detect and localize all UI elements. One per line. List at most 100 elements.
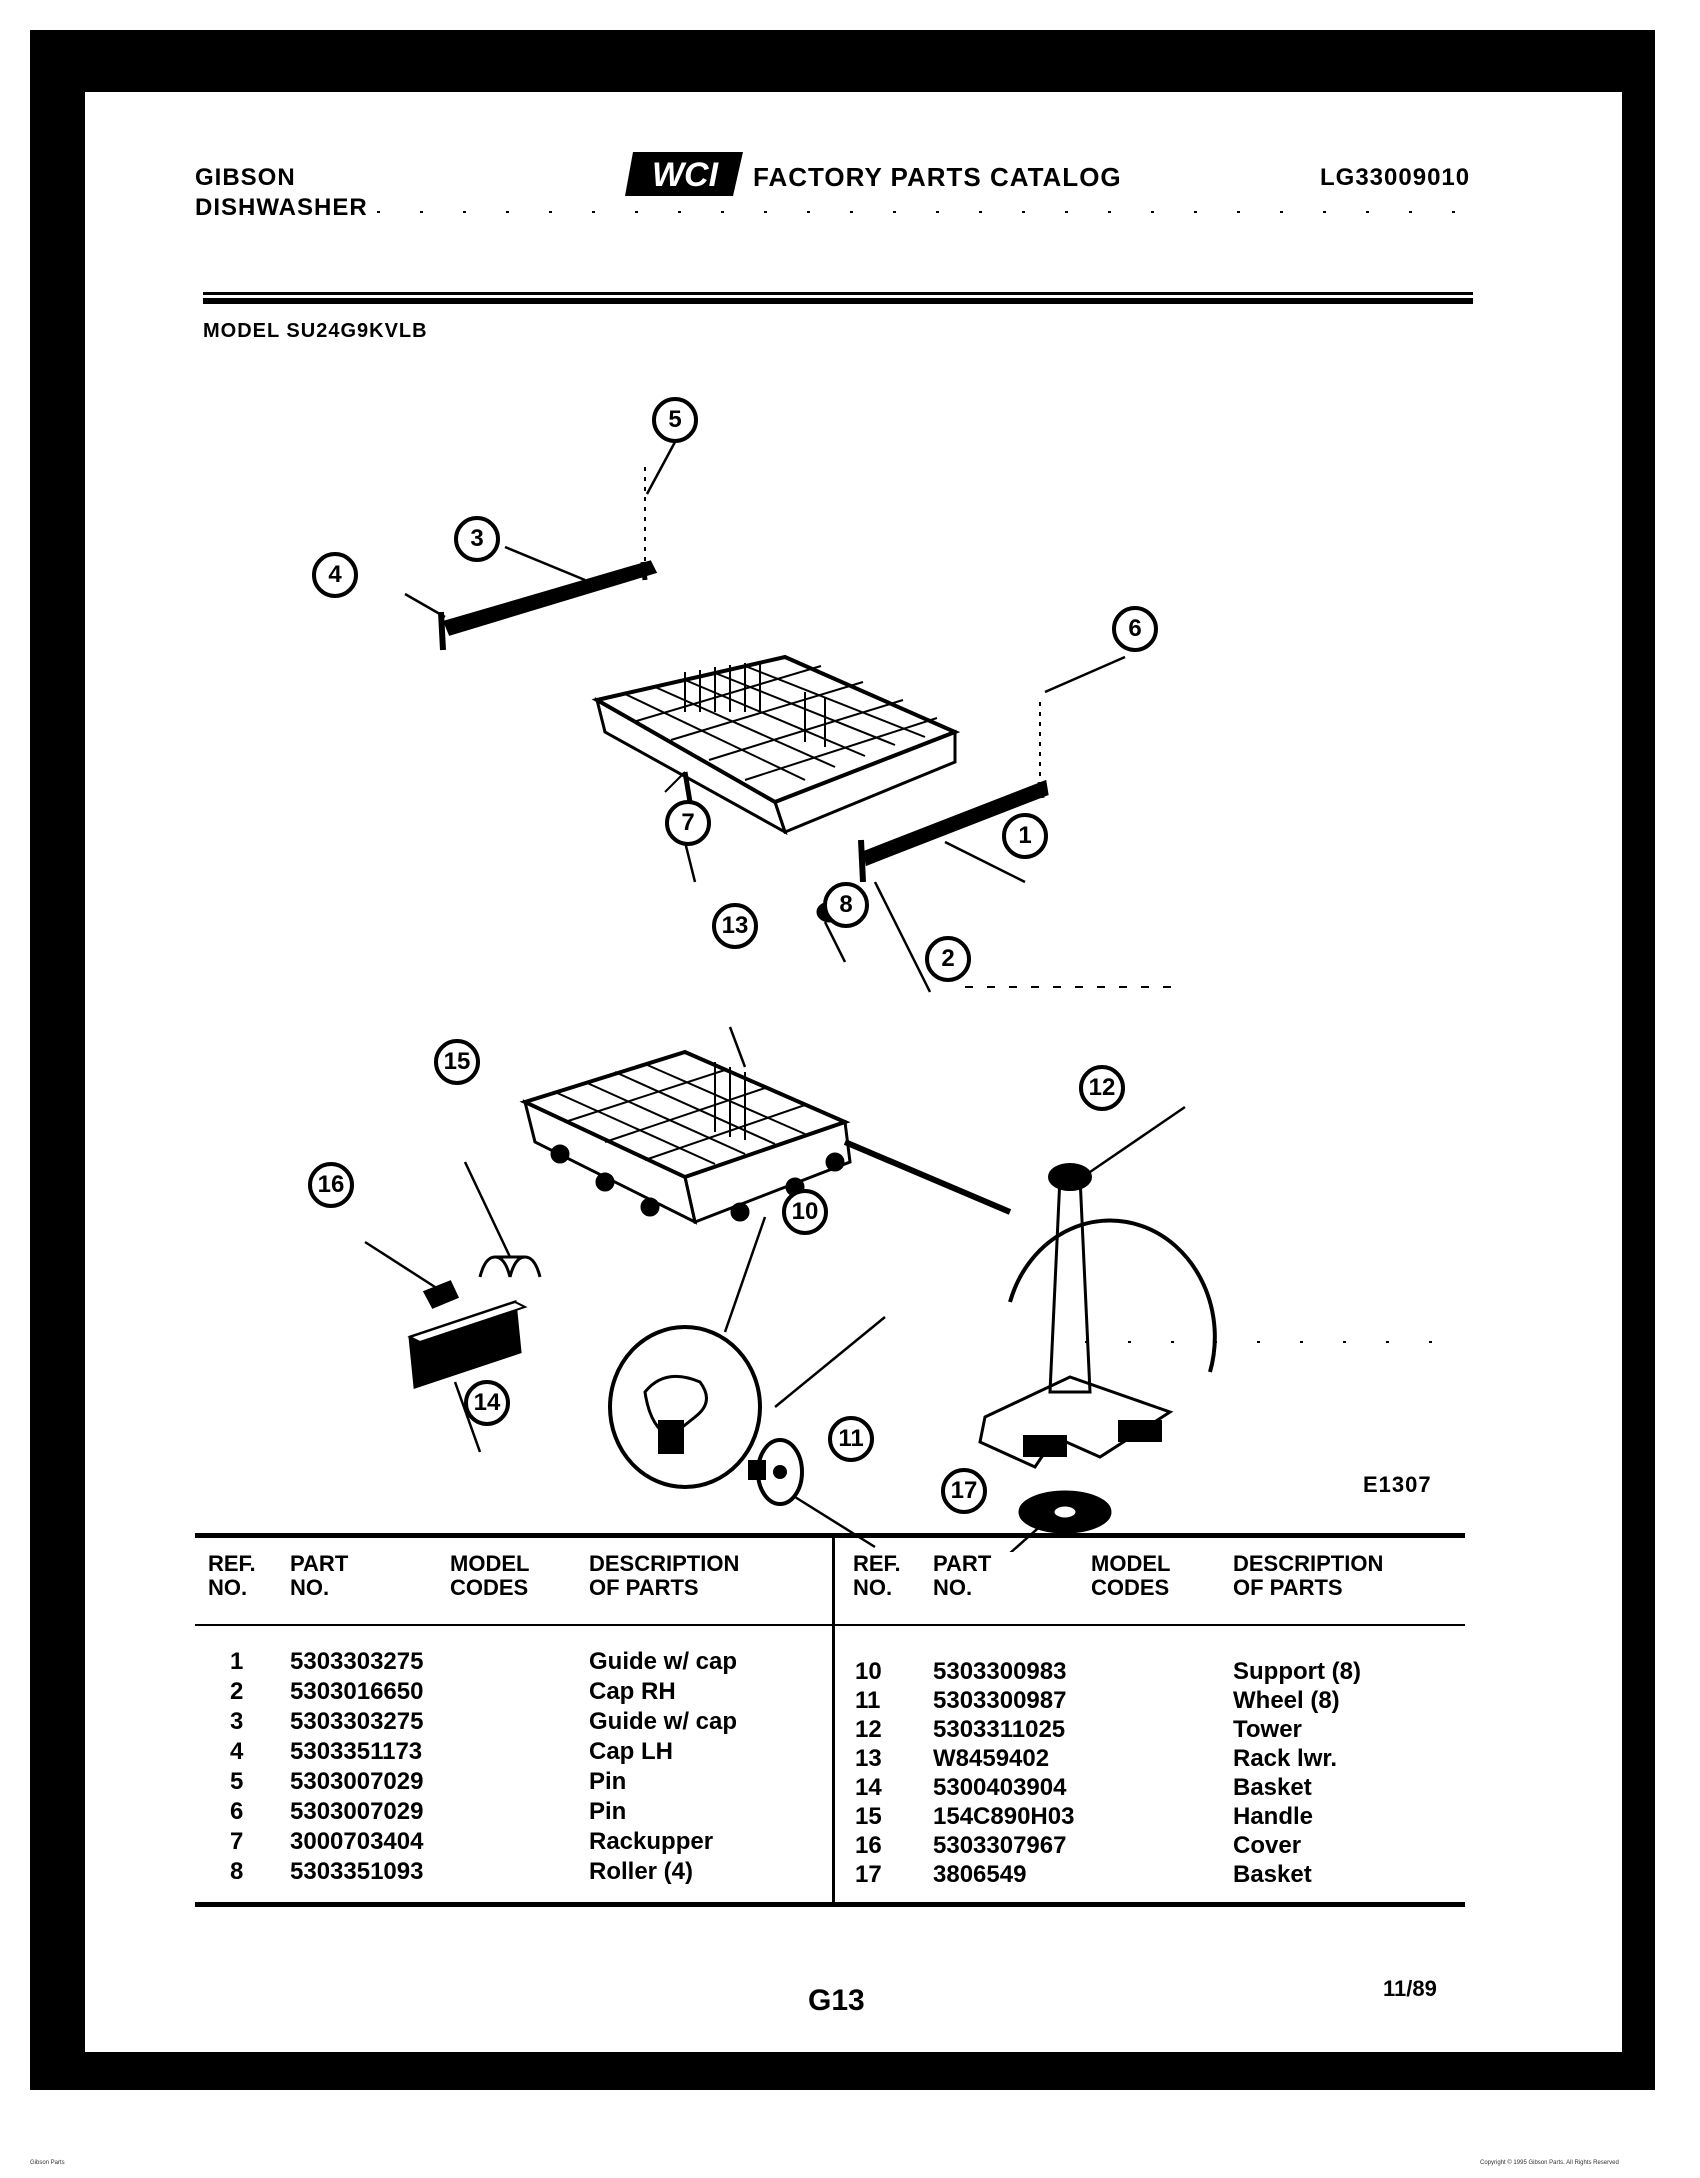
ref-no: 8 xyxy=(230,1858,244,1885)
silverware-basket xyxy=(407,1299,528,1390)
col-header-desc-left: DESCRIPTION OF PARTS xyxy=(589,1551,740,1600)
part-no: 3806549 xyxy=(933,1861,1027,1888)
ref-no: 12 xyxy=(855,1716,882,1743)
part-no: 5303351093 xyxy=(290,1858,424,1885)
callout-14: 14 xyxy=(464,1380,510,1426)
ref-no: 17 xyxy=(855,1861,882,1888)
part-desc: Cover xyxy=(1233,1832,1302,1859)
handle-part xyxy=(478,1255,542,1278)
ref-no: 11 xyxy=(855,1687,881,1714)
part-desc: Cap RH xyxy=(589,1678,676,1705)
part-no: 5303007029 xyxy=(290,1768,424,1795)
fineprint-left: Gibson Parts xyxy=(30,2160,65,2166)
brand-name: GIBSON xyxy=(195,164,296,191)
page-number: G13 xyxy=(808,1984,865,2017)
wheel-part xyxy=(748,1438,804,1506)
callout-6: 6 xyxy=(1112,606,1158,652)
scan-border-bottom xyxy=(30,2052,1655,2090)
callout-7: 7 xyxy=(665,800,711,846)
scan-border-top xyxy=(30,30,1655,92)
part-desc: Guide w/ cap xyxy=(589,1648,738,1675)
part-no: 5303307967 xyxy=(933,1832,1067,1859)
part-desc: Support (8) xyxy=(1233,1658,1361,1685)
exploded-parts-diagram xyxy=(205,211,1485,1552)
part-no: 5303311025 xyxy=(933,1716,1066,1743)
ref-no: 6 xyxy=(230,1798,244,1825)
table-top-rule xyxy=(195,1533,1465,1538)
col-header-model-left: MODEL CODES xyxy=(450,1551,530,1600)
part-no: 5303351173 xyxy=(290,1738,423,1765)
table-divider xyxy=(832,1538,835,1902)
ref-no: 10 xyxy=(855,1658,882,1685)
scan-border-right xyxy=(1622,30,1655,2090)
col-header-model-right: MODEL CODES xyxy=(1091,1551,1171,1600)
catalog-page: GIBSON DISHWASHER WCI FACTORY PARTS CATA… xyxy=(85,92,1622,2052)
part-no: 5303300983 xyxy=(933,1658,1067,1685)
part-no: 3000703404 xyxy=(290,1828,424,1855)
part-no: 154C890H03 xyxy=(933,1803,1075,1830)
wci-logo: WCI xyxy=(625,152,745,196)
ref-no: 16 xyxy=(855,1832,882,1859)
part-no: 5300403904 xyxy=(933,1774,1067,1801)
part-desc: Pin xyxy=(589,1798,627,1825)
catalog-title: FACTORY PARTS CATALOG xyxy=(753,162,1122,192)
tower-detail-circle xyxy=(978,1163,1217,1469)
svg-text:WCI: WCI xyxy=(652,156,720,194)
part-no: 5303007029 xyxy=(290,1798,424,1825)
callout-5: 5 xyxy=(652,397,698,443)
catalog-code: LG33009010 xyxy=(1320,164,1471,191)
ref-no: 5 xyxy=(230,1768,244,1795)
header-rule-thick xyxy=(203,298,1473,304)
col-header-desc-right: DESCRIPTION OF PARTS xyxy=(1233,1551,1384,1600)
part-no: 5303303275 xyxy=(290,1648,424,1675)
revision-date: 11/89 xyxy=(1383,1976,1437,2001)
callout-8: 8 xyxy=(823,882,869,928)
callout-2: 2 xyxy=(925,936,971,982)
callout-10: 10 xyxy=(782,1189,828,1235)
cover-part xyxy=(422,1280,460,1309)
ref-no: 3 xyxy=(230,1708,244,1735)
part-desc: Basket xyxy=(1233,1861,1312,1888)
callout-4: 4 xyxy=(312,552,358,598)
part-no: 5303303275 xyxy=(290,1708,424,1735)
part-desc: Rack lwr. xyxy=(1233,1745,1338,1772)
ref-no: 2 xyxy=(230,1678,244,1705)
support-detail-circle xyxy=(608,1325,762,1489)
col-header-part-left: PART NO. xyxy=(290,1551,349,1600)
part-no: W8459402 xyxy=(933,1745,1050,1772)
upper-guide-rail-right xyxy=(858,702,1049,883)
callout-13: 13 xyxy=(712,903,758,949)
part-desc: Tower xyxy=(1233,1716,1302,1743)
scan-border-left xyxy=(30,30,85,2090)
part-no: 5303300987 xyxy=(933,1687,1067,1714)
callout-17: 17 xyxy=(941,1468,987,1514)
callout-3: 3 xyxy=(454,516,500,562)
part-desc: Guide w/ cap xyxy=(589,1708,738,1735)
ref-no: 14 xyxy=(855,1774,882,1801)
header-rule-thin xyxy=(203,292,1473,295)
small-basket-part xyxy=(1018,1490,1112,1534)
upper-rack xyxy=(591,654,961,836)
diagram-code: E1307 xyxy=(1363,1472,1432,1497)
part-desc: Wheel (8) xyxy=(1233,1687,1340,1714)
ref-no: 13 xyxy=(855,1745,882,1772)
part-desc: Basket xyxy=(1233,1774,1312,1801)
model-number: MODEL SU24G9KVLB xyxy=(203,320,428,342)
callout-16: 16 xyxy=(308,1162,354,1208)
product-type: DISHWASHER xyxy=(195,194,368,221)
callout-12: 12 xyxy=(1079,1065,1125,1111)
ref-no: 15 xyxy=(855,1803,882,1830)
col-header-ref-right: REF. NO. xyxy=(853,1551,901,1600)
ref-no: 7 xyxy=(230,1828,244,1855)
fineprint-right: Copyright © 1995 Gibson Parts. All Right… xyxy=(1480,2160,1619,2166)
lower-rack xyxy=(519,1049,852,1225)
ref-no: 4 xyxy=(230,1738,244,1765)
col-header-ref-left: REF. NO. xyxy=(208,1551,256,1600)
part-desc: Handle xyxy=(1233,1803,1314,1830)
callout-15: 15 xyxy=(434,1039,480,1085)
part-desc: Cap LH xyxy=(589,1738,673,1765)
table-mid-rule xyxy=(195,1624,1465,1626)
part-no: 5303016650 xyxy=(290,1678,424,1705)
table-bottom-rule xyxy=(195,1902,1465,1907)
callout-1: 1 xyxy=(1002,813,1048,859)
